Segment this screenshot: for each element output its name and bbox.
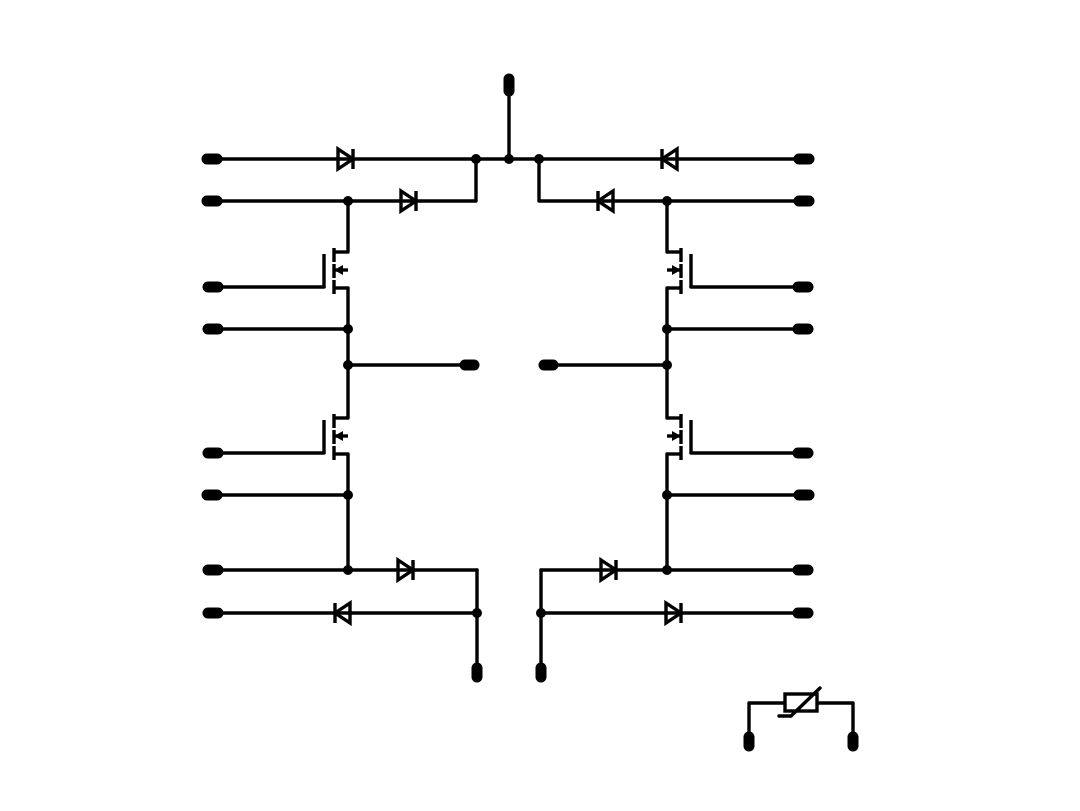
diode-top-right-2 bbox=[594, 187, 615, 215]
right-pins bbox=[792, 153, 815, 619]
diode-bottom-right-2 bbox=[664, 599, 685, 627]
thermistor bbox=[743, 686, 859, 752]
left-half-bridge bbox=[210, 199, 480, 572]
mosfet-upper-left bbox=[210, 248, 348, 294]
junction-dot bbox=[504, 154, 514, 164]
mosfet-lower-left bbox=[210, 414, 348, 460]
diode-bottom-right-1 bbox=[599, 556, 620, 584]
diode-top-right-1 bbox=[658, 145, 679, 173]
right-half-bridge bbox=[538, 199, 805, 572]
mosfet-lower-right bbox=[667, 414, 805, 460]
left-pins bbox=[201, 153, 224, 619]
diode-bottom-left-1 bbox=[396, 556, 417, 584]
diode-top-left-2 bbox=[399, 187, 420, 215]
diode-bottom-left-2 bbox=[331, 599, 352, 627]
diode-top-left-1 bbox=[336, 145, 357, 173]
bottom-bus bbox=[210, 565, 805, 683]
mosfet-upper-right bbox=[667, 248, 805, 294]
top-bus bbox=[210, 73, 805, 206]
